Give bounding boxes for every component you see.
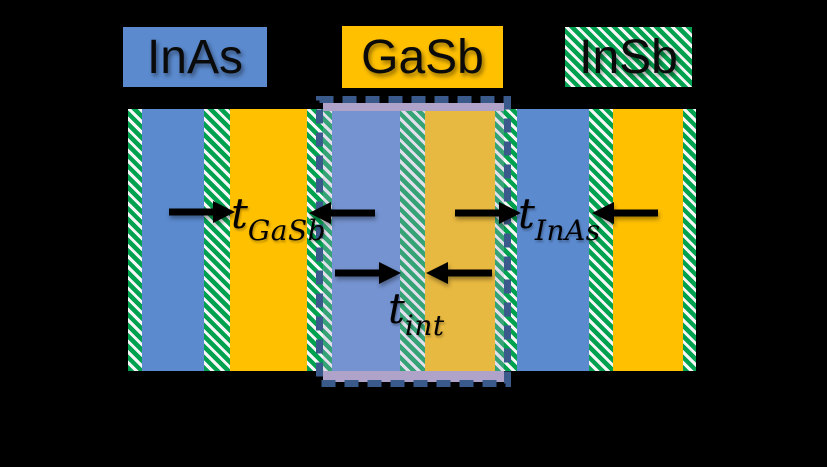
label-t-int: tint — [388, 288, 445, 340]
stripe-gasb — [425, 109, 495, 371]
stripe-insb — [128, 109, 142, 371]
label-t-gasb: tGaSb — [231, 193, 326, 245]
legend-label-inas: InAs — [146, 30, 244, 84]
arrow-right-tinas — [455, 202, 521, 224]
stripe-insb — [683, 109, 696, 371]
label-t-int-base: t — [388, 284, 405, 333]
highlight-box-top-bar — [323, 103, 504, 111]
arrow-left-tint — [426, 262, 492, 284]
arrow-right-tint — [335, 262, 401, 284]
label-t-inas: tInAs — [518, 193, 601, 245]
legend-label-insb: InSb — [579, 30, 678, 84]
legend-item-inas: InAs — [123, 27, 267, 87]
stripe-gasb — [230, 109, 307, 371]
arrow-left-tgasb — [309, 202, 375, 224]
arrow-left-tinas — [592, 202, 658, 224]
label-t-inas-base: t — [518, 189, 535, 238]
stripe-insb — [589, 109, 613, 371]
highlight-box-overlay — [323, 103, 504, 380]
arrow-right-tgasb — [169, 201, 235, 223]
stripe-inas — [142, 109, 204, 371]
legend-label-gasb: GaSb — [361, 30, 484, 84]
stripe-insb — [204, 109, 230, 371]
label-t-int-sub: int — [404, 309, 445, 342]
highlight-box-dashed-border — [316, 96, 511, 387]
stripe-inas — [332, 109, 400, 371]
highlight-box-bottom-bar — [323, 371, 504, 382]
label-t-gasb-base: t — [231, 189, 248, 238]
legend-item-gasb: GaSb — [342, 26, 503, 88]
stripe-gasb — [613, 109, 683, 371]
stripe-inas — [517, 109, 589, 371]
label-t-inas-sub: InAs — [534, 214, 601, 247]
stripe-insb — [400, 109, 425, 371]
label-t-gasb-sub: GaSb — [247, 214, 327, 247]
legend-item-insb: InSb — [565, 27, 692, 87]
